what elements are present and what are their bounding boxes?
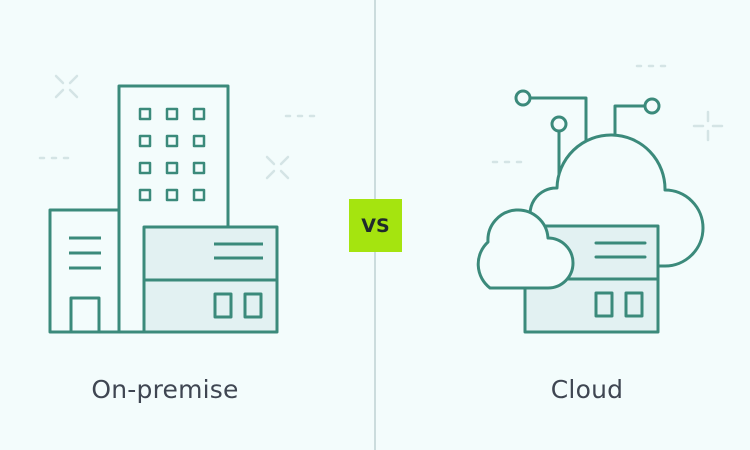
cloud-server-slot bbox=[594, 291, 614, 318]
door bbox=[69, 296, 101, 334]
on-premise-label: On-premise bbox=[91, 375, 239, 404]
cloud-server-slot bbox=[624, 291, 644, 318]
network-node bbox=[550, 115, 568, 133]
cloud-icon bbox=[476, 89, 705, 334]
vs-badge: VS bbox=[349, 199, 402, 252]
on-premise-buildings-icon bbox=[48, 84, 279, 334]
network-node bbox=[514, 89, 532, 107]
small-building bbox=[48, 208, 121, 334]
cloud-server-lines bbox=[594, 241, 647, 259]
small-cloud bbox=[476, 208, 575, 290]
small-building-lines bbox=[69, 236, 101, 270]
sparkle-plus-icon bbox=[692, 110, 724, 142]
sparkle-x-icon bbox=[54, 74, 79, 99]
cloud-label: Cloud bbox=[550, 375, 624, 404]
server-slot bbox=[213, 292, 233, 319]
network-node bbox=[643, 97, 661, 115]
server-slot bbox=[243, 292, 263, 319]
sparkle-x-icon bbox=[265, 155, 290, 180]
vs-badge-text: VS bbox=[361, 214, 390, 237]
decor-marks bbox=[38, 64, 724, 180]
server-lines bbox=[214, 242, 263, 260]
tower-windows bbox=[138, 107, 206, 202]
